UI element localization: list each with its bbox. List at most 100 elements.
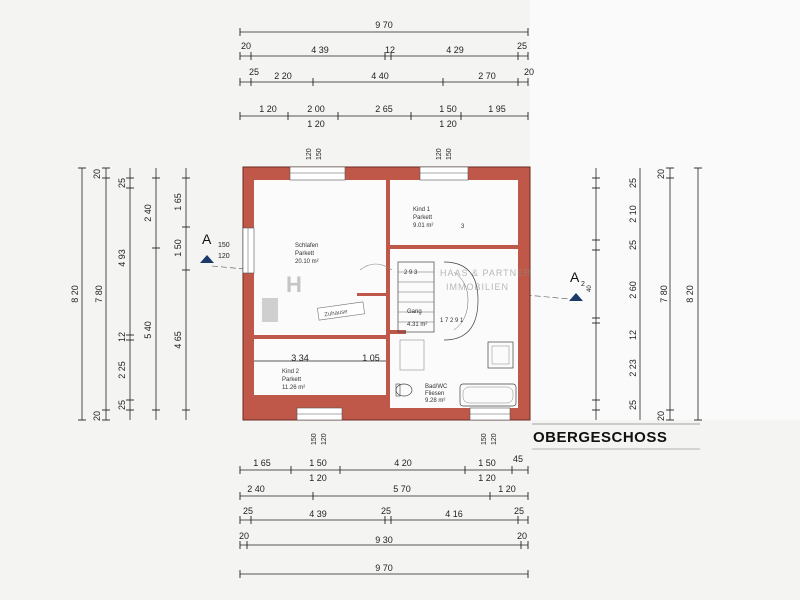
- room-schlafen-floor: Parkett: [295, 251, 314, 257]
- staircase: 2 9 3 1 7 2 9 1 3: [359, 224, 479, 371]
- dim-top-r2-a: 20: [241, 41, 251, 51]
- dim-bottom-total: 9 70: [375, 563, 393, 573]
- dim-bottom-r2-b: 5 70: [393, 484, 411, 494]
- dim-bottom-r2-a: 2 40: [247, 484, 265, 494]
- windows: [242, 166, 511, 421]
- dim-right-third-a: 25: [628, 178, 638, 188]
- dim-left-third-d: 2 25: [117, 361, 127, 379]
- room-bad-name: Bad/WC: [425, 384, 448, 390]
- section-sub-right: 2: [581, 281, 585, 288]
- section-marker-right: A 2 40: [569, 269, 593, 301]
- win-bottom-left-b: 120: [321, 433, 328, 445]
- room-kind2-area: 11.26 m²: [282, 385, 305, 391]
- dim-bottom-r1-c: 4 20: [394, 458, 412, 468]
- paper-overlap: [530, 0, 800, 420]
- dim-left-third-e: 25: [117, 400, 127, 410]
- dim-top-r2-e: 25: [517, 41, 527, 51]
- section-small-right: 40: [587, 285, 593, 292]
- dim-bottom-r4-c: 20: [517, 531, 527, 541]
- win-top-left-b: 150: [316, 148, 323, 160]
- room-gang-name: Gang: [407, 309, 422, 315]
- win-bottom-right-a: 150: [481, 433, 488, 445]
- dim-top-r3-a: 25: [249, 67, 259, 77]
- dim-bottom-r3-c: 25: [381, 506, 391, 516]
- dim-bottom-r3-d: 4 16: [445, 509, 463, 519]
- dim-left-small-top: 20: [92, 169, 102, 179]
- room-kind2: Kind 2 Parkett 11.26 m²: [282, 369, 305, 391]
- watermark-logo-block-icon: [262, 298, 278, 322]
- watermark: H HAAS & PARTNER IMMOBILIEN Zuhause: [262, 268, 531, 322]
- dim-top-r2-d: 4 29: [446, 45, 464, 55]
- section-sub-left-top: 150: [218, 242, 230, 249]
- dim-right-third-b: 2 10: [628, 205, 638, 223]
- room-schlafen-name: Schlafen: [295, 243, 318, 249]
- room-bad-area: 9.28 m²: [425, 398, 445, 404]
- window-top-left: [289, 166, 346, 181]
- dim-top-r4-c: 2 65: [375, 104, 393, 114]
- floor-title-block: OBERGESCHOSS: [532, 423, 700, 450]
- dim-right-third-f: 2 23: [628, 359, 638, 377]
- dim-bottom-r1-b: 1 50: [309, 458, 327, 468]
- window-top-right: [419, 166, 469, 181]
- dim-left-third-a: 25: [117, 178, 127, 188]
- left-dimension-chain: 8 20 20 7 80 20 25 4 93 12 2 25 25 2 40 …: [70, 167, 190, 421]
- window-dimensions: 120 150 120 150 150 120 150 120: [306, 148, 498, 445]
- room-kind1: Kind 1 Parkett 9.01 m²: [413, 207, 433, 229]
- dim-top-r3-d: 2 70: [478, 71, 496, 81]
- room-kind1-name: Kind 1: [413, 207, 431, 213]
- dim-top-r4-d: 1 50: [439, 104, 457, 114]
- room-gang: Gang 4.31 m²: [407, 309, 427, 328]
- watermark-stamp: Zuhause: [324, 309, 349, 318]
- room-schlafen: Schlafen Parkett 20.10 m²: [295, 243, 319, 265]
- floor-title: OBERGESCHOSS: [533, 429, 667, 446]
- watermark-line2: IMMOBILIEN: [446, 282, 509, 292]
- dim-left-fifth-b: 1 50: [173, 239, 183, 257]
- dim-top-r3-b: 2 20: [274, 71, 292, 81]
- room-schlafen-area: 20.10 m²: [295, 259, 319, 265]
- dim-bottom-r1b-b: 1 20: [478, 473, 496, 483]
- stair-label-b: 1 7 2 9 1: [440, 318, 464, 324]
- room-kind2-floor: Parkett: [282, 377, 301, 383]
- room-bad: Bad/WC Fliesen 9.28 m²: [425, 384, 448, 404]
- dim-top-r4b-b: 1 20: [439, 119, 457, 129]
- room-kind2-name: Kind 2: [282, 369, 300, 375]
- interior-dimensions: 3 34 1 05: [254, 353, 386, 363]
- win-bottom-left-a: 150: [311, 433, 318, 445]
- dim-right-third-g: 25: [628, 400, 638, 410]
- window-left: [242, 227, 255, 274]
- dim-inner-334: 3 34: [291, 353, 309, 363]
- dim-left-fifth-c: 4 65: [173, 331, 183, 349]
- dim-left-second: 7 80: [94, 285, 104, 303]
- dim-left-fourth-b: 5 40: [143, 321, 153, 339]
- top-dimension-chain: 9 70 20 4 39 12 4 29 25 25 2 20 4 40 2 7…: [239, 20, 534, 129]
- win-top-left-a: 120: [306, 148, 313, 160]
- dim-bottom-r2-c: 1 20: [498, 484, 516, 494]
- dim-left-small-bottom: 20: [92, 411, 102, 421]
- dim-bottom-r1-e: 45: [513, 454, 523, 464]
- right-dimension-chain: 25 2 10 25 2 60 12 2 23 25 20 7 80 20 8 …: [592, 167, 702, 421]
- dim-bottom-r3-a: 25: [243, 506, 253, 516]
- bottom-dimension-chain: 1 65 1 50 4 20 1 50 45 1 20 1 20 2 40 5 …: [239, 454, 529, 578]
- dim-top-r4b-a: 1 20: [307, 119, 325, 129]
- dim-left-third-b: 4 93: [117, 249, 127, 267]
- room-kind1-floor: Parkett: [413, 215, 432, 221]
- dim-bottom-r1-d: 1 50: [478, 458, 496, 468]
- win-top-right-a: 120: [436, 148, 443, 160]
- watermark-stamp-box: [317, 301, 365, 321]
- dim-right-third-e: 12: [628, 330, 638, 340]
- dim-top-r4-e: 1 95: [488, 104, 506, 114]
- bathtub-icon: [459, 383, 517, 407]
- watermark-logo: H: [286, 272, 302, 297]
- section-sub-left-bottom: 120: [218, 253, 230, 260]
- building-outline: [242, 166, 531, 421]
- dim-top-r3-c: 4 40: [371, 71, 389, 81]
- dim-top-r3-e: 20: [524, 67, 534, 77]
- stair-label-a: 2 9 3: [404, 270, 418, 276]
- dim-left-third-c: 12: [117, 332, 127, 342]
- dim-bottom-r4-a: 20: [239, 531, 249, 541]
- dim-right-second: 7 80: [659, 285, 669, 303]
- section-letter-left: A: [202, 231, 212, 247]
- room-kind1-area: 9.01 m²: [413, 223, 433, 229]
- stair-label-c: 3: [461, 224, 465, 230]
